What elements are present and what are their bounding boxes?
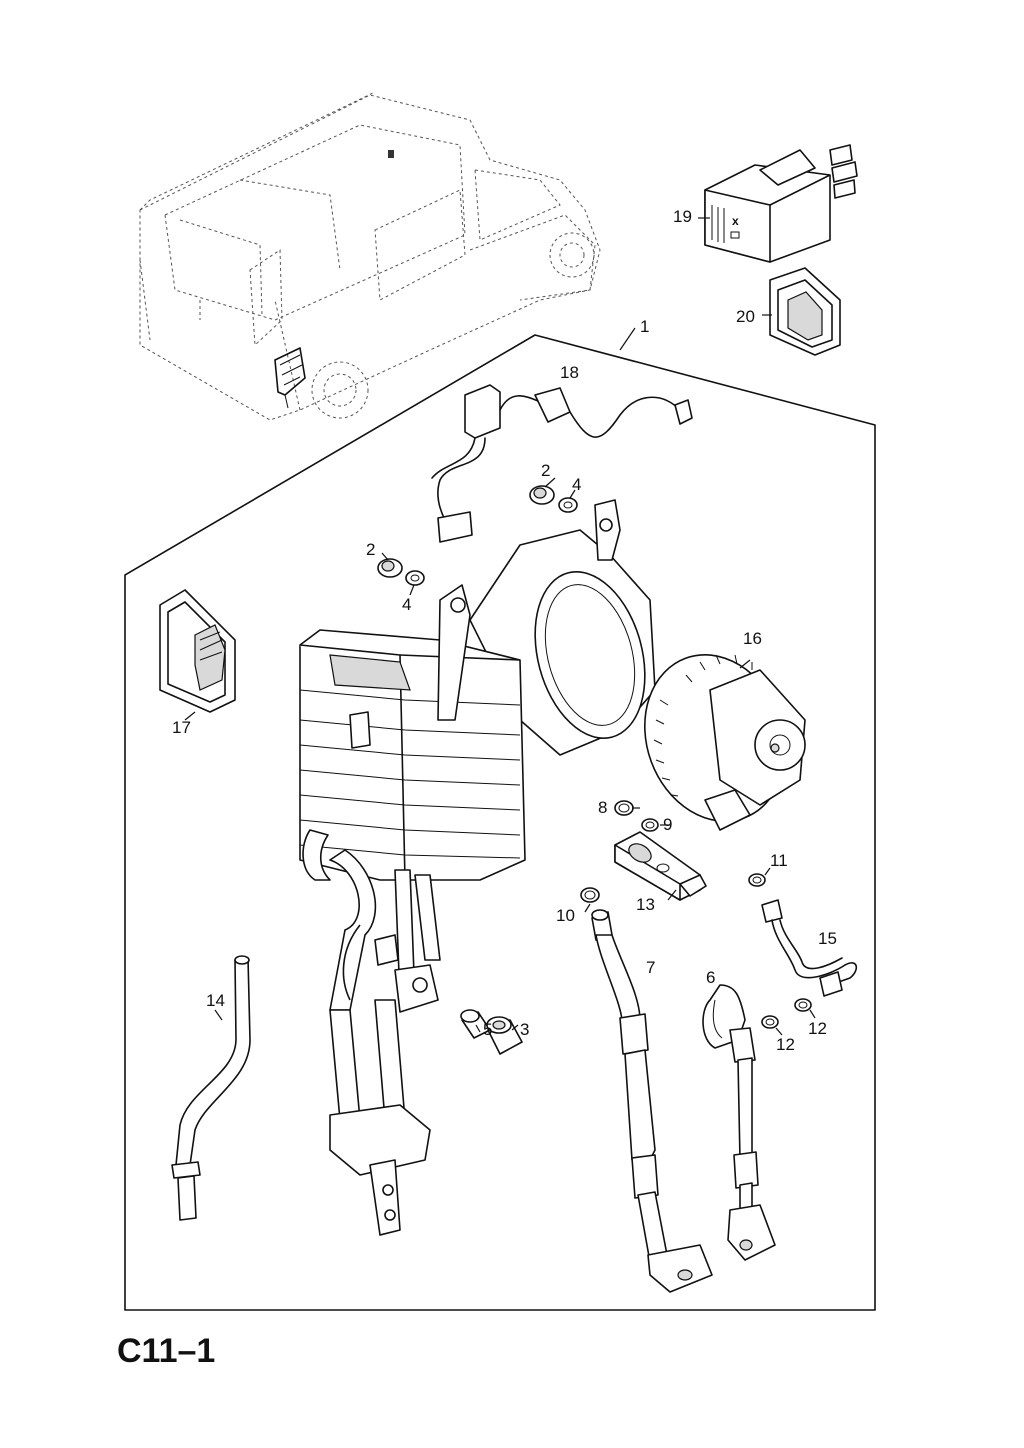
page-code: C11–1 [117,1332,215,1370]
heater-housing [299,499,656,1236]
wiring-harness-part-18 [431,384,693,543]
pipe-part-6 [702,984,776,1261]
o-ring-part-9 [641,818,659,832]
callout-15: 15 [818,929,837,948]
clip-part-4-upper [558,497,578,513]
resistor-part-17 [159,589,236,713]
bezel-part-20 [769,267,841,356]
o-ring-part-12-right [794,998,812,1012]
callout-5: 5 [483,1020,492,1039]
grommet-part-2-upper [529,485,555,505]
callout-16: 16 [743,629,762,648]
callout-8: 8 [598,798,607,817]
svg-text:x: x [732,214,739,228]
callout-4-lower: 4 [402,595,411,614]
hose-part-7 [591,909,713,1293]
callout-2-lower: 2 [366,540,375,559]
callout-3: 3 [520,1020,529,1039]
clip-part-4-lower [405,570,425,586]
expansion-valve-part-13 [614,831,707,901]
callout-4-upper: 4 [572,475,581,494]
o-ring-part-8 [614,800,634,816]
callout-7: 7 [646,958,655,977]
blower-motor-part-16 [643,654,806,831]
callout-12-right: 12 [808,1019,827,1038]
callout-12-left: 12 [776,1035,795,1054]
van-illustration [139,91,601,421]
callout-11: 11 [770,851,788,870]
callout-18: 18 [560,363,579,382]
callout-10: 10 [556,906,575,925]
switch-part-19: x [704,144,858,263]
drain-hose-part-14 [171,955,251,1221]
pipe-part-15 [761,899,858,997]
callout-14: 14 [206,991,225,1010]
callout-6: 6 [706,968,715,987]
o-ring-part-10 [580,887,600,903]
assembly-frame [124,334,876,1311]
callout-9: 9 [663,815,672,834]
callout-20: 20 [736,307,755,326]
grommet-part-2-lower [377,558,403,578]
callout-19: 19 [673,207,692,226]
callout-17: 17 [172,718,191,737]
callout-13: 13 [636,895,655,914]
o-ring-part-12-left [761,1015,779,1029]
o-ring-part-11 [748,873,766,887]
callout-2-upper: 2 [541,461,550,480]
callout-1: 1 [640,317,649,336]
